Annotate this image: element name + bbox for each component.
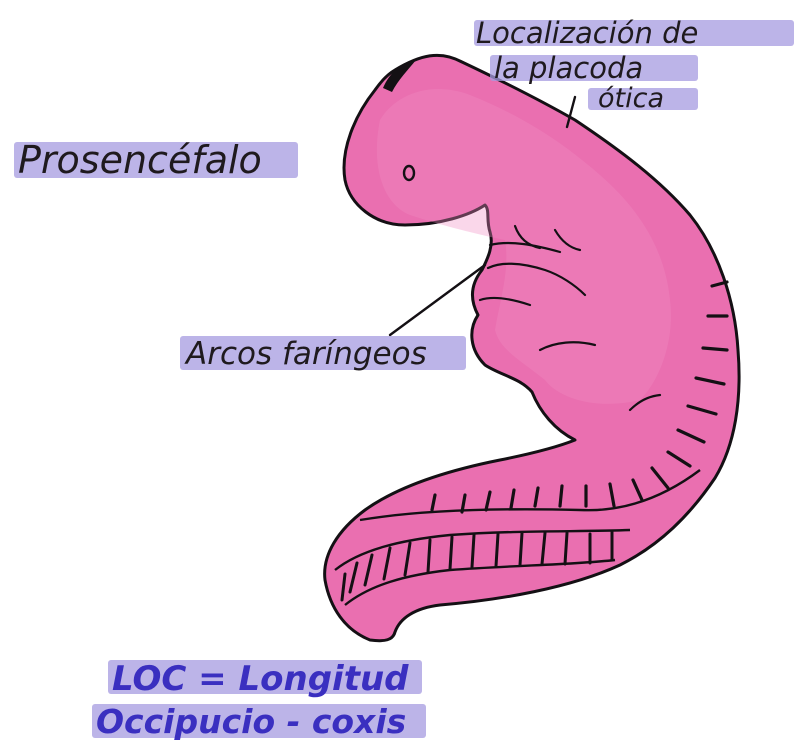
- pharyngeal-arches-label: Arcos faríngeos: [184, 336, 427, 372]
- label-crl: LOC = Longitud Occipucio - coxis: [92, 659, 426, 741]
- otic-placode-line2: la placoda: [494, 51, 643, 85]
- pharyngeal-arches-pointer: [390, 265, 485, 335]
- label-pharyngeal-arches: Arcos faríngeos: [180, 265, 485, 372]
- prosencephalon-label: Prosencéfalo: [18, 138, 262, 182]
- label-prosencephalon: Prosencéfalo: [14, 138, 298, 182]
- otic-placode-line1: Localización de: [476, 16, 698, 50]
- crl-line2: Occipucio - coxis: [96, 702, 406, 741]
- crl-line1: LOC = Longitud: [112, 659, 409, 699]
- otic-placode-line3: ótica: [598, 83, 664, 114]
